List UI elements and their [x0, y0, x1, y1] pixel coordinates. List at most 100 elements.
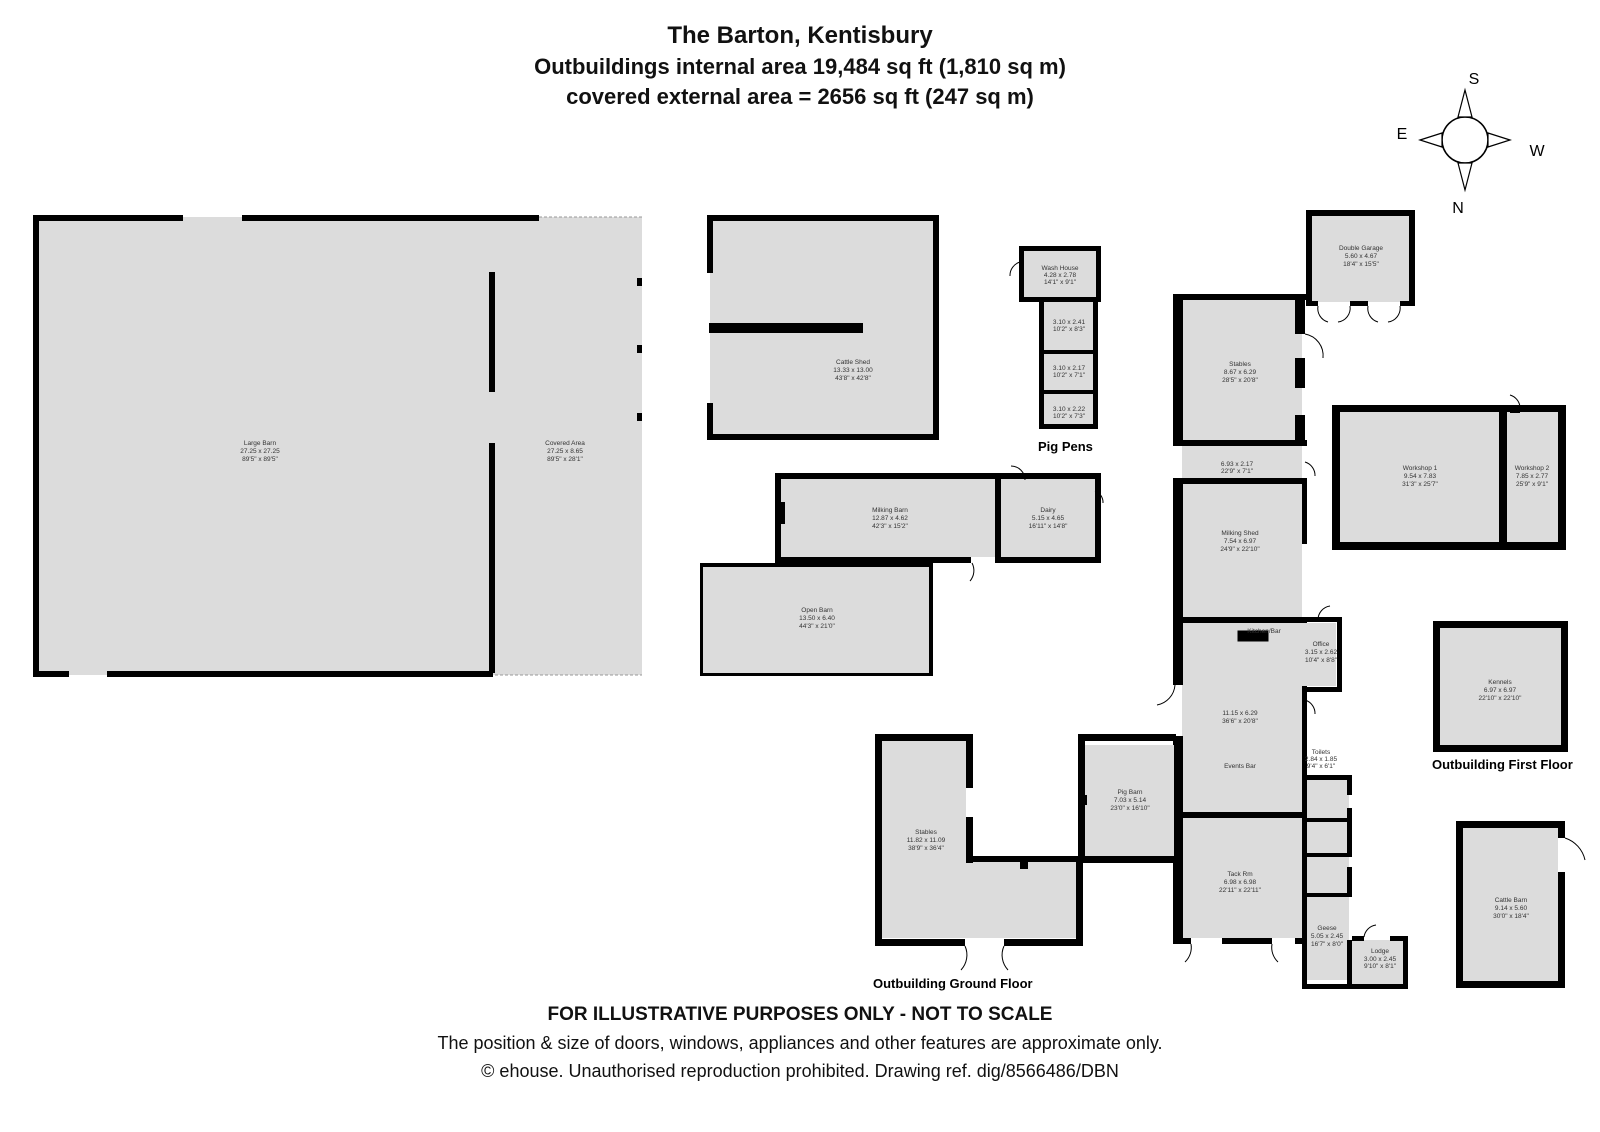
kennels-block [1433, 621, 1568, 752]
cattle-shed-metric: 13.33 x 13.00 [833, 367, 873, 374]
open-barn-label: Open Barn [801, 607, 833, 614]
open-barn-metric: 13.50 x 6.40 [799, 615, 835, 622]
large-barn-metric: 27.25 x 27.25 [240, 448, 280, 455]
cattle-shed-block [707, 215, 939, 440]
external-area-text: covered external area = 2656 sq ft (247 … [566, 84, 1034, 109]
cattle-shed-imperial: 43'8" x 42'8" [835, 375, 871, 382]
internal-area-text: Outbuildings internal area 19,484 sq ft … [534, 54, 1066, 79]
cattle-barn-label: Cattle Barn [1495, 897, 1528, 904]
covered-area-label: Covered Area [545, 440, 585, 447]
stables-left-metric: 11.82 x 11.09 [907, 837, 946, 844]
dairy-imperial: 16'11" x 14'8" [1029, 523, 1068, 530]
pig-barn-imperial: 23'0" x 16'10" [1110, 805, 1150, 812]
pig-barn-label: Pig Barn [1118, 789, 1143, 796]
kennels-label: Kennels [1488, 679, 1512, 686]
large-barn-block [33, 215, 642, 677]
main-range-block [1173, 294, 1342, 944]
covered-area-imperial: 89'5" x 28'1" [547, 456, 583, 463]
double-garage-block [1306, 210, 1415, 306]
tack-room-metric: 6.98 x 6.98 [1224, 879, 1257, 886]
milking-shed-imperial: 24'9" x 22'10" [1220, 546, 1260, 553]
workshop2-label: Workshop 2 [1515, 465, 1550, 472]
stables-left-label: Stables [915, 829, 937, 836]
milking-barn-metric: 12.87 x 4.62 [872, 515, 908, 522]
events-bar-metric: 11.15 x 6.29 [1222, 710, 1258, 717]
pen1-metric: 3.10 x 2.41 [1053, 319, 1086, 326]
door-swings [960, 261, 1586, 971]
compass-w-label: W [1529, 143, 1545, 160]
ground-floor-caption: Outbuilding Ground Floor [873, 976, 1033, 991]
wash-house-label: Wash House [1042, 265, 1079, 272]
double-garage-label: Double Garage [1339, 245, 1383, 252]
wash-house-metric: 4.28 x 2.78 [1044, 272, 1077, 279]
stables-top-imperial: 28'5" x 20'8" [1222, 377, 1258, 384]
ground-floor-stables-block [875, 734, 1176, 946]
lodge-imperial: 9'10" x 8'1" [1364, 963, 1397, 970]
approximation-note: The position & size of doors, windows, a… [437, 1033, 1163, 1053]
pig-barn-metric: 7.03 x 5.14 [1114, 797, 1147, 804]
pen1-imperial: 10'2" x 8'3" [1053, 326, 1086, 333]
workshop1-metric: 9.54 x 7.83 [1404, 473, 1437, 480]
compass-e-label: E [1397, 126, 1408, 143]
wash-house-imperial: 14'1" x 9'1" [1044, 279, 1077, 286]
office-metric: 3.15 x 2.62 [1305, 649, 1338, 656]
workshop1-imperial: 31'3" x 25'7" [1402, 481, 1438, 488]
events-bar-imperial: 36'6" x 20'8" [1222, 718, 1258, 725]
toilets-imperial: 9'4" x 6'1" [1307, 763, 1336, 770]
pen3-metric: 3.10 x 2.22 [1053, 406, 1086, 413]
disclaimer-text: FOR ILLUSTRATIVE PURPOSES ONLY - NOT TO … [547, 1004, 1053, 1025]
double-garage-imperial: 18'4" x 15'5" [1343, 261, 1379, 268]
lodge-label: Lodge [1371, 948, 1389, 955]
toilets-label: Toilets [1312, 749, 1331, 756]
plan-title: The Barton, Kentisbury [667, 22, 933, 49]
pig-pens-caption: Pig Pens [1038, 439, 1093, 454]
kennels-imperial: 22'10" x 22'10" [1479, 695, 1523, 702]
covered-area-metric: 27.25 x 8.65 [547, 448, 583, 455]
kennels-metric: 6.97 x 6.97 [1484, 687, 1517, 694]
geese-imperial: 16'7" x 8'0" [1311, 941, 1344, 948]
passage-metric: 6.93 x 2.17 [1221, 461, 1254, 468]
compass-rose-icon: S E W N [1397, 71, 1546, 217]
copyright-text: © ehouse. Unauthorised reproduction proh… [481, 1061, 1119, 1081]
pen2-metric: 3.10 x 2.17 [1053, 365, 1086, 372]
open-barn-imperial: 44'3" x 21'0" [799, 623, 835, 630]
pig-pens-block [1019, 246, 1101, 429]
toilets-metric: 2.84 x 1.85 [1305, 756, 1338, 763]
first-floor-caption: Outbuilding First Floor [1432, 757, 1573, 772]
milking-shed-metric: 7.54 x 6.97 [1224, 538, 1257, 545]
milking-barn-imperial: 42'3" x 15'2" [872, 523, 908, 530]
cattle-shed-label: Cattle Shed [836, 359, 870, 366]
milking-shed-label: Milking Shed [1221, 530, 1259, 537]
kitchen-bar-label: Kitchen/Bar [1247, 628, 1281, 635]
large-barn-label: Large Barn [244, 440, 277, 447]
workshops-block [1332, 405, 1566, 550]
workshop2-metric: 7.85 x 2.77 [1516, 473, 1549, 480]
tack-room-imperial: 22'11" x 22'11" [1219, 887, 1262, 894]
office-label: Office [1313, 641, 1330, 648]
milking-barn-block [775, 473, 1101, 563]
workshop2-imperial: 25'9" x 9'1" [1516, 481, 1549, 488]
stables-top-metric: 8.67 x 6.29 [1224, 369, 1257, 376]
office-imperial: 10'4" x 8'8" [1305, 657, 1338, 664]
compass-s-label: S [1469, 71, 1480, 88]
cattle-barn-block [1456, 821, 1565, 988]
stables-left-imperial: 38'9" x 36'4" [908, 845, 944, 852]
cattle-barn-imperial: 30'0" x 18'4" [1493, 913, 1529, 920]
tack-room-label: Tack Rm [1227, 871, 1252, 878]
large-barn-imperial: 89'5" x 89'5" [242, 456, 278, 463]
pen3-imperial: 10'2" x 7'3" [1053, 413, 1086, 420]
open-barn-block [700, 563, 933, 676]
milking-barn-label: Milking Barn [872, 507, 908, 514]
lodge-metric: 3.00 x 2.45 [1364, 956, 1397, 963]
events-bar-label: Events Bar [1224, 763, 1257, 770]
passage-imperial: 22'9" x 7'1" [1221, 468, 1254, 475]
compass-n-label: N [1452, 200, 1464, 217]
double-garage-metric: 5.60 x 4.67 [1345, 253, 1378, 260]
geese-label: Geese [1317, 925, 1337, 932]
workshop1-label: Workshop 1 [1403, 465, 1438, 472]
dairy-label: Dairy [1040, 507, 1056, 514]
stables-top-label: Stables [1229, 361, 1251, 368]
dairy-metric: 5.15 x 4.65 [1032, 515, 1065, 522]
geese-metric: 5.05 x 2.45 [1311, 933, 1344, 940]
